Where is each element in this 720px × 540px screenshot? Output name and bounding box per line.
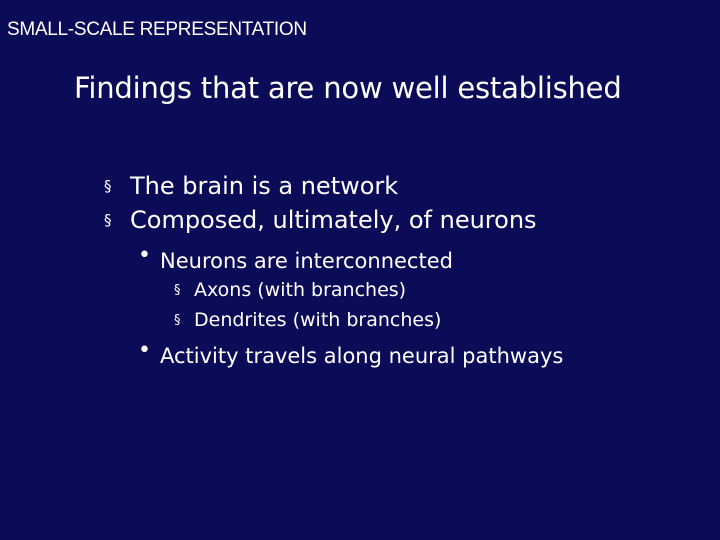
dot-bullet-icon: • bbox=[138, 243, 151, 268]
slide-header bbox=[0, 0, 720, 46]
bullet-text: Composed, ultimately, of neurons bbox=[130, 206, 537, 234]
section-sign-bullet-icon: § bbox=[174, 283, 181, 298]
sub-sub-bullet-text: Axons (with branches) bbox=[194, 279, 407, 301]
sub-sub-bullet-item: § Axons (with branches) bbox=[174, 278, 406, 303]
sub-bullet-item: • Neurons are interconnected bbox=[138, 243, 453, 274]
bullet-text: The brain is a network bbox=[130, 172, 399, 200]
sub-sub-bullet-text: Dendrites (with branches) bbox=[194, 309, 442, 331]
section-sign-bullet-icon: § bbox=[104, 211, 112, 229]
bullet-item: § The brain is a network bbox=[104, 171, 398, 201]
sub-bullet-text: Neurons are interconnected bbox=[160, 249, 453, 273]
sub-bullet-text: Activity travels along neural pathways bbox=[160, 344, 564, 368]
sub-sub-bullet-item: § Dendrites (with branches) bbox=[174, 308, 441, 333]
sub-bullet-item: • Activity travels along neural pathways bbox=[138, 338, 563, 369]
bullet-item: § Composed, ultimately, of neurons bbox=[104, 205, 537, 235]
dot-bullet-icon: • bbox=[138, 338, 151, 363]
section-label: SMALL-SCALE REPRESENTATION bbox=[7, 19, 307, 40]
slide-title: Findings that are now well established bbox=[74, 71, 622, 105]
section-sign-bullet-icon: § bbox=[174, 313, 181, 328]
section-sign-bullet-icon: § bbox=[104, 177, 112, 195]
